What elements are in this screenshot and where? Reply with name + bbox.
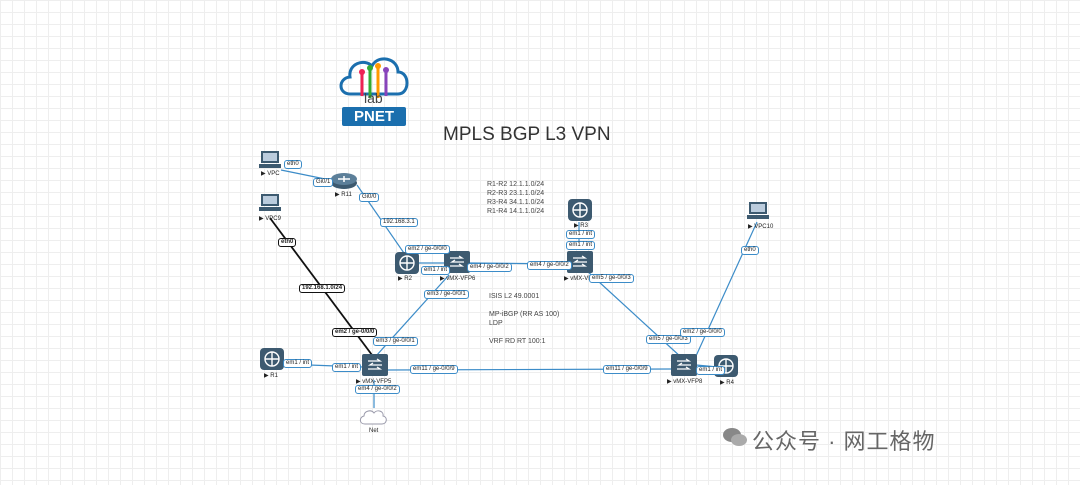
vfp5-node[interactable] — [362, 354, 388, 376]
r1-node[interactable] — [260, 348, 284, 370]
port-label: em1 / int — [566, 241, 596, 250]
logo-text: PNET — [342, 107, 406, 126]
vpc10-label: ▶ VPC10 — [748, 224, 774, 230]
vpc9-label: ▶ VPC9 — [259, 216, 281, 222]
vfp5-label: ▶ vMX-VFP5 — [356, 379, 392, 385]
protocol-item: ISIS L2 49.0001 — [489, 293, 540, 300]
subnet-item: R3-R4 34.1.1.0/24 — [487, 199, 545, 206]
port-label: em2 / ge-0/0/0 — [680, 328, 725, 337]
logo-sub: lab — [364, 90, 383, 106]
port-label: eth0 — [284, 160, 302, 169]
port-label: em2 / ge-0/0/0 — [332, 328, 378, 337]
port-label: em5 / ge-0/0/3 — [589, 274, 634, 283]
r11-label: ▶ R11 — [335, 192, 352, 198]
r2-label: ▶ R2 — [398, 276, 412, 282]
protocol-item: MP-iBGP (RR AS 100) — [489, 311, 560, 318]
port-label: em1 / int — [332, 363, 362, 372]
port-label: em1 / int — [421, 266, 451, 275]
link-vfp7-vfp8 — [585, 269, 683, 359]
subnet-label: 192.168.1.0/24 — [299, 284, 346, 293]
pc-icon — [747, 202, 769, 219]
vfp6-label: ▶ vMX-VFP6 — [440, 276, 476, 282]
port-label: em11 / ge-0/0/9 — [410, 365, 458, 374]
switch-icon — [676, 358, 692, 370]
watermark-text: 公众号 · 网工格物 — [752, 429, 936, 454]
port-label: em1 / int — [283, 359, 313, 368]
cloud-icon — [339, 57, 409, 98]
switch-icon — [572, 255, 588, 267]
port-label: em2 / ge-0/0/0 — [405, 245, 450, 254]
protocol-item: VRF RD RT 100:1 — [489, 338, 546, 345]
router-icon — [399, 255, 415, 271]
router-icon — [264, 351, 280, 367]
r4-label: ▶ R4 — [720, 380, 734, 386]
port-label: em1 / int — [566, 230, 596, 239]
router-icon — [331, 173, 357, 189]
port-label: eth0 — [278, 238, 297, 247]
switch-icon — [449, 255, 465, 267]
port-label: em4 / ge-0/0/2 — [527, 261, 572, 270]
router-icon — [572, 202, 588, 218]
port-label: eth0 — [741, 246, 759, 255]
vfp6-node[interactable] — [444, 251, 470, 273]
port-label: em3 / ge-0/0/1 — [424, 290, 469, 299]
subnet-item: R2-R3 23.1.1.0/24 — [487, 190, 545, 197]
vfp7-label: ▶ vMX-VF — [564, 276, 592, 282]
subnet-item: R1-R4 14.1.1.0/24 — [487, 208, 545, 215]
pc-icon — [259, 194, 281, 211]
r2-node[interactable] — [395, 252, 419, 274]
pc-icon — [259, 151, 281, 168]
vfp8-label: ▶ vMX-VFP8 — [667, 379, 703, 385]
port-label: Gi0/1 — [313, 178, 334, 187]
port-label: em1 / int — [696, 366, 726, 375]
net-label: Net — [369, 428, 379, 434]
subnet-item: R1-R2 12.1.1.0/24 — [487, 181, 545, 188]
r11-node[interactable] — [330, 172, 358, 195]
port-label: em3 / ge-0/0/1 — [373, 337, 418, 346]
pnet-logo: lab — [336, 50, 412, 130]
port-label: em11 / ge-0/0/9 — [603, 365, 651, 374]
diagram-title: MPLS BGP L3 VPN — [443, 124, 611, 145]
vpc-node[interactable] — [258, 150, 282, 175]
vpc10-node[interactable] — [746, 201, 770, 226]
switch-icon — [367, 358, 383, 370]
subnet-list: R1-R2 12.1.1.0/24 R2-R3 23.1.1.0/24 R3-R… — [487, 180, 544, 216]
vpc9-node[interactable] — [258, 193, 282, 218]
protocol-item: LDP — [489, 320, 503, 327]
port-label: em5 / ge-0/0/3 — [646, 335, 691, 344]
r1-label: ▶ R1 — [264, 373, 278, 379]
port-label: em4 / ge-0/0/2 — [467, 263, 512, 272]
port-label: 192.168.3.1 — [380, 218, 418, 227]
port-label: em4 / ge-0/0/2 — [355, 385, 400, 394]
vfp8-node[interactable] — [671, 354, 697, 376]
port-label: Gi0/0 — [359, 193, 380, 202]
cloud-icon — [359, 410, 387, 425]
r3-label: ▶ R3 — [574, 223, 588, 229]
protocol-list: ISIS L2 49.0001 MP-iBGP (RR AS 100) LDP … — [489, 292, 559, 346]
net-node[interactable] — [358, 408, 388, 431]
vfp7-node[interactable] — [567, 251, 593, 273]
vpc-label: ▶ VPC — [261, 171, 280, 177]
wechat-icon — [723, 428, 747, 446]
r3-node[interactable] — [568, 199, 592, 221]
